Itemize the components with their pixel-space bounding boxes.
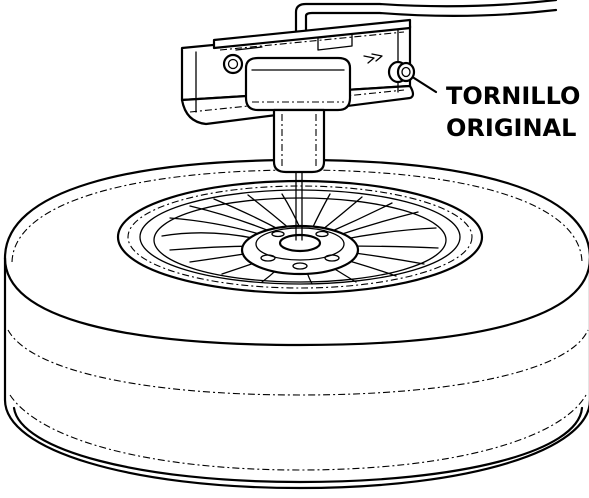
arrow-icon <box>363 55 375 64</box>
cable-outer <box>294 0 558 60</box>
original-screw <box>387 60 416 84</box>
rim-inner-lip <box>139 189 461 285</box>
rim-well <box>153 197 447 283</box>
bracket-slot <box>317 33 353 51</box>
screw-inner <box>227 58 239 70</box>
lug-hole <box>292 262 308 270</box>
tire-bottom-edge <box>12 406 584 484</box>
left-screw <box>222 53 244 75</box>
sensor-stem <box>272 108 326 174</box>
cable-inner <box>304 8 558 60</box>
tire-shoulder-dash-lower <box>7 329 589 396</box>
callout-leader-line <box>412 76 438 94</box>
rim-outer-dash <box>127 185 473 289</box>
lug-hole <box>260 254 276 262</box>
direction-arrows <box>363 53 383 64</box>
arrow-icon <box>371 53 383 62</box>
callout: TORNILLO ORIGINAL <box>412 76 580 142</box>
spoke <box>189 205 273 233</box>
callout-label-line2: ORIGINAL <box>446 114 576 142</box>
screw-head <box>222 53 244 75</box>
callout-label-line1: TORNILLO <box>446 82 580 110</box>
tire-top-face <box>3 256 589 347</box>
sensor-head <box>244 56 352 174</box>
spoke <box>213 198 281 231</box>
lug-hole <box>315 230 329 238</box>
spoke <box>329 202 393 233</box>
wheel-rim <box>116 179 484 295</box>
sensor-top-block <box>244 56 352 112</box>
tire-tread-dash <box>9 394 587 471</box>
lug-hole <box>324 254 340 262</box>
bracket-inner-dash <box>219 31 405 51</box>
sensor-cable <box>294 0 558 241</box>
spoke <box>335 211 419 237</box>
bracket-slot <box>235 46 263 51</box>
screw-head <box>396 61 416 83</box>
bracket-top-lip <box>212 18 412 50</box>
lug-hole <box>271 230 285 238</box>
hub-center-bore <box>278 233 322 253</box>
screw-inner <box>401 66 411 78</box>
